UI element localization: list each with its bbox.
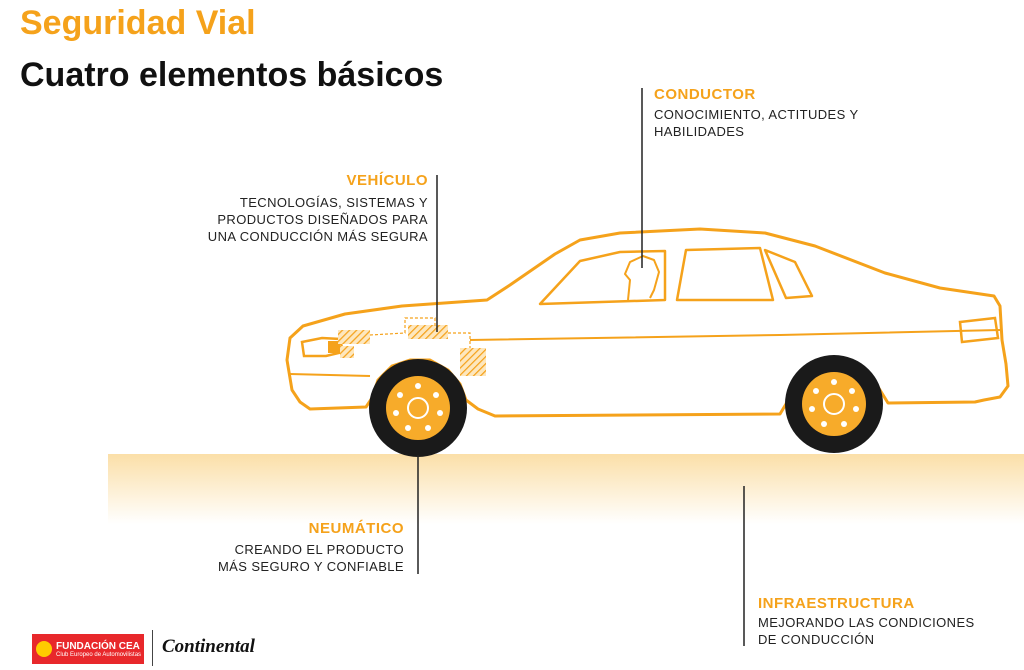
- engine-block: [338, 330, 370, 344]
- neumatico-line-1: CREANDO EL PRODUCTO: [234, 542, 404, 557]
- vehiculo-line-3: UNA CONDUCCIÓN MÁS SEGURA: [207, 229, 428, 244]
- continental-logo: Continental: [162, 636, 255, 657]
- body-side-line: [469, 329, 1001, 341]
- engine-block: [408, 325, 448, 339]
- front-wheel: [369, 359, 467, 457]
- neumatico-line-2: MÁS SEGURO Y CONFIABLE: [217, 559, 404, 574]
- conductor-line-1: CONOCIMIENTO, ACTITUDES Y: [654, 107, 859, 122]
- rear-window: [763, 248, 814, 300]
- infraestructura-title: INFRAESTRUCTURA: [758, 595, 915, 612]
- engine-block: [460, 348, 486, 376]
- vehiculo-line-1: TECNOLOGÍAS, SISTEMAS Y: [239, 195, 428, 210]
- fundacion-cea-name: FUNDACIÓN CEA: [56, 640, 140, 652]
- rear-wheel: [785, 355, 883, 453]
- conductor-line-2: HABILIDADES: [654, 124, 745, 139]
- road-surface: [108, 454, 1024, 524]
- logo-divider: [152, 630, 153, 666]
- vehiculo-line-2: PRODUCTOS DISEÑADOS PARA: [217, 212, 428, 227]
- driver-icon: [624, 255, 660, 301]
- rear-side-window: [675, 246, 775, 302]
- fundacion-cea-tagline: Club Europeo de Automovilistas: [56, 651, 142, 658]
- page-title: Seguridad Vial: [20, 4, 256, 42]
- bumper-line: [289, 373, 371, 377]
- infraestructura-line-1: MEJORANDO LAS CONDICIONES: [758, 615, 975, 630]
- fundacion-cea-logo: FUNDACIÓN CEA Club Europeo de Automovili…: [32, 634, 144, 664]
- vehiculo-title: VEHÍCULO: [346, 172, 428, 189]
- conductor-title: CONDUCTOR: [654, 86, 756, 103]
- windshield-window: [538, 249, 667, 306]
- page-subtitle: Cuatro elementos básicos: [20, 56, 444, 94]
- infraestructura-line-2: DE CONDUCCIÓN: [758, 632, 875, 647]
- headlight-lens: [328, 341, 340, 353]
- taillight: [958, 316, 1000, 344]
- engine-outline: [369, 317, 471, 348]
- neumatico-title: NEUMÁTICO: [308, 520, 404, 537]
- engine-block: [340, 346, 354, 358]
- sun-icon: [36, 641, 52, 657]
